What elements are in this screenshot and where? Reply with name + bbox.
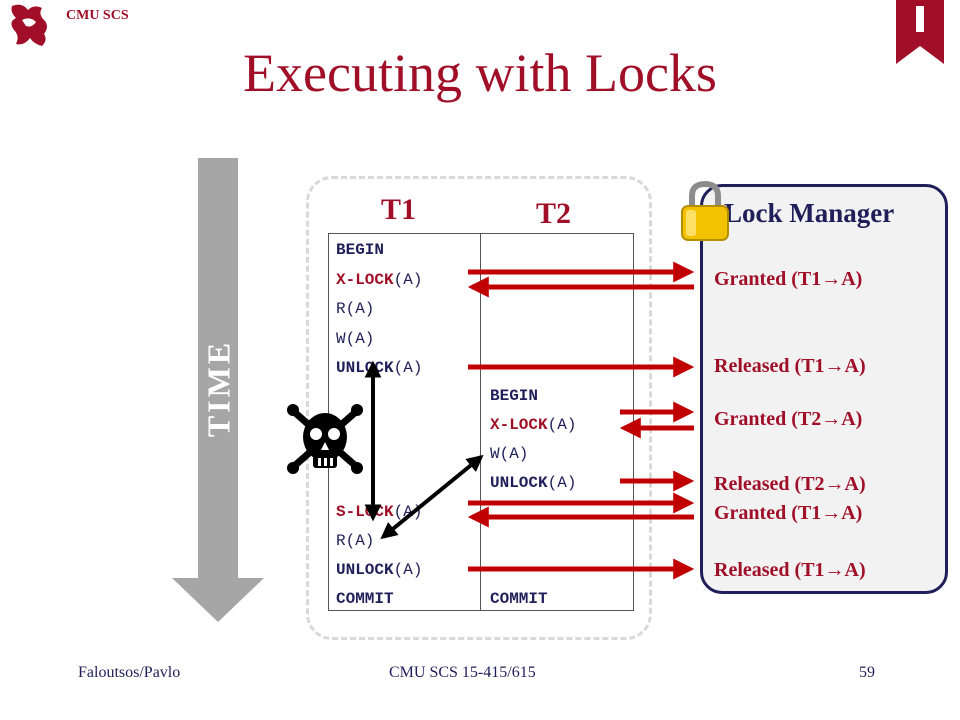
lm-message-3: Granted (T2→A) [714,408,863,430]
cmu-dragon-logo [11,4,47,46]
t1-op-unlock-2: UNLOCK(A) [336,561,423,579]
lm-message-5: Granted (T1→A) [714,502,863,524]
org-label: CMU SCS [66,8,129,23]
lock-manager-panel [700,184,948,594]
slide-title: Executing with Locks [243,43,717,103]
schedule-divider [480,233,481,611]
footer-course: CMU SCS 15-415/615 [389,664,536,681]
lm-message-2: Released (T1→A) [714,355,866,377]
t2-op-xlock: X-LOCK(A) [490,416,577,434]
t1-op-slock: S-LOCK(A) [336,503,423,521]
t1-header: T1 [381,193,417,226]
t2-op-begin: BEGIN [490,387,539,405]
t2-op-unlock: UNLOCK(A) [490,474,577,492]
time-label: TIME [200,339,237,438]
lm-message-6: Released (T1→A) [714,559,866,581]
t2-op-write: W(A) [490,445,529,463]
lm-message-4: Released (T2→A) [714,473,866,495]
t1-op-write: W(A) [336,330,375,348]
lock-manager-title: Lock Manager [724,198,895,228]
footer-authors: Faloutsos/Pavlo [78,664,181,681]
t1-op-read: R(A) [336,300,375,318]
bookmark-icon [896,0,944,64]
t1-op-read-2: R(A) [336,532,375,550]
time-arrow [172,158,264,622]
t2-header: T2 [536,197,572,230]
t1-op-xlock: X-LOCK(A) [336,271,423,289]
t1-op-unlock: UNLOCK(A) [336,359,423,377]
t2-op-commit: COMMIT [490,590,548,608]
t1-op-begin: BEGIN [336,241,385,259]
t1-op-commit: COMMIT [336,590,394,608]
lm-message-1: Granted (T1→A) [714,268,863,290]
padlock-icon [681,180,729,241]
page-number: 59 [859,664,875,681]
